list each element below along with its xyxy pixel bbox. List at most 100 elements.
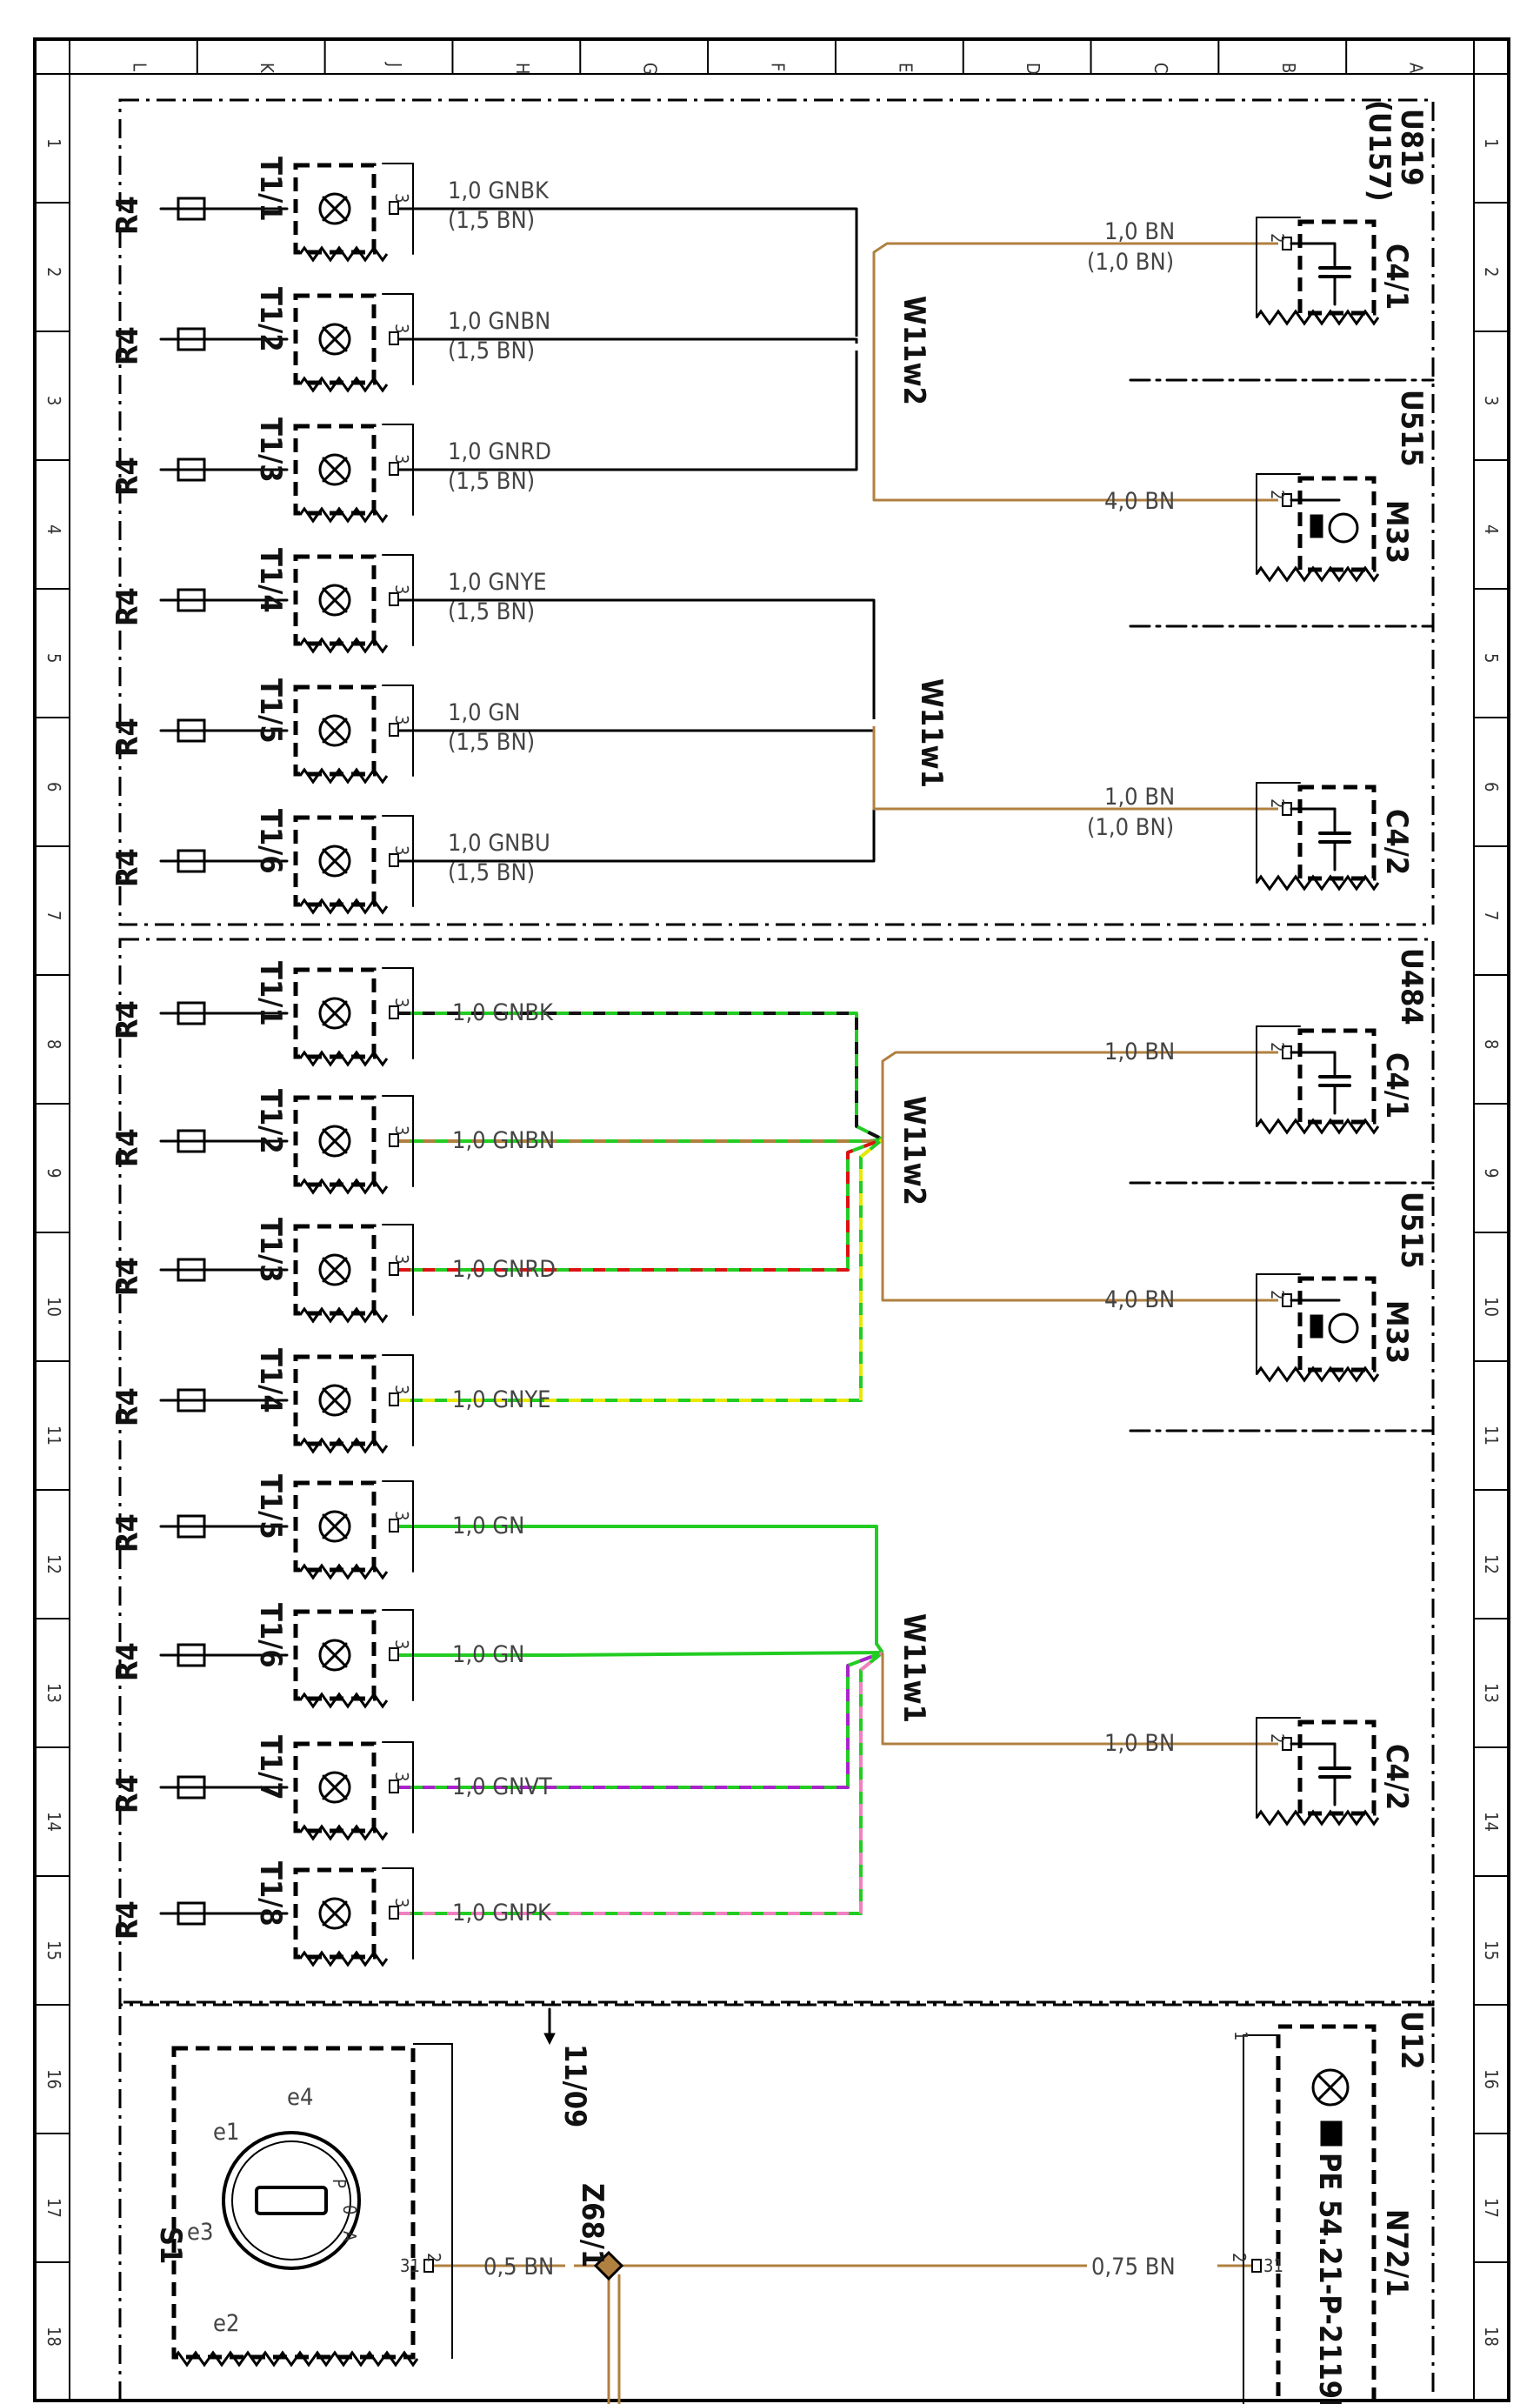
shield-zigzag	[298, 1563, 389, 1580]
grid-row-label: 13	[1481, 1683, 1502, 1703]
wire-label: 1,0 GNBN	[448, 308, 550, 335]
component-code: C4/2	[1379, 1744, 1414, 1810]
module-u12-boundary	[118, 2000, 1435, 2401]
lamp-symbol	[318, 584, 351, 617]
pin-socket	[389, 1392, 399, 1406]
r4-label: R4	[110, 1387, 145, 1426]
upper-bn-wire	[872, 344, 1278, 502]
upper-bn-wire	[872, 242, 1278, 344]
wire-label: 1,0 GNBK	[452, 999, 554, 1026]
shield-zigzag	[298, 1178, 389, 1195]
wire-label-alt: (1,5 BN)	[448, 207, 535, 234]
grid-col-label: J	[384, 62, 405, 67]
switch-position: 0	[339, 2205, 360, 2214]
wire-label: 4,0 BN	[1104, 488, 1175, 515]
wire-label-alt: (1,5 BN)	[448, 337, 535, 364]
splice-label: W11w1	[897, 1613, 931, 1723]
wire-label: 1,0 GNBK	[448, 177, 550, 204]
pin-number: 2	[1267, 233, 1288, 243]
component-box	[1297, 1720, 1377, 1816]
lower-wire	[398, 1525, 884, 1654]
pin-number: 2	[1267, 490, 1288, 499]
grid-row-label: 8	[43, 1039, 64, 1049]
grid-row-label: 10	[43, 1297, 64, 1317]
upper-wire	[398, 598, 876, 719]
switch-label: e2	[213, 2310, 239, 2337]
pin-number: 31	[400, 2255, 420, 2276]
transmitter-code: T1/2	[253, 1089, 288, 1154]
shield-zigzag	[172, 2350, 419, 2367]
lamp-symbol	[318, 1510, 351, 1543]
grid-row-label: 5	[1481, 653, 1502, 663]
grid-row-label: 4	[1481, 524, 1502, 534]
component-code: C4/1	[1379, 244, 1414, 310]
grid-row-label: 17	[1481, 2198, 1502, 2218]
wire-label: 1,0 BN	[1104, 784, 1175, 811]
r4-label: R4	[110, 1642, 145, 1681]
grid-col-label: K	[257, 63, 277, 74]
module-id: U515	[1394, 1192, 1429, 1269]
grid-row-label: 10	[1481, 1297, 1502, 1317]
grid-col-label: D	[1023, 63, 1043, 75]
wire-label-alt: (1,0 BN)	[1087, 249, 1174, 276]
module-id: U484	[1394, 948, 1429, 1025]
lamp-cross	[322, 1387, 348, 1413]
switch-label: e4	[287, 2084, 313, 2111]
grid-row-label: 3	[1481, 396, 1502, 405]
pin-number: 2	[1267, 798, 1288, 808]
switch-position: P	[329, 2179, 350, 2188]
grid-row-label: 6	[43, 782, 64, 791]
shield-zigzag	[298, 1824, 389, 1841]
module-id: U819	[1394, 109, 1429, 186]
shield-zigzag	[298, 637, 389, 654]
pin-number: 3	[391, 324, 412, 333]
wire-label: 1,0 GN	[448, 699, 520, 726]
module-u819-boundary	[118, 98, 1435, 926]
lamp-cross	[322, 587, 348, 613]
lamp-symbol	[318, 323, 351, 356]
pin-socket	[389, 1780, 399, 1793]
lamp-symbol	[318, 1771, 351, 1804]
wire-label: 1,0 BN	[1104, 1038, 1175, 1065]
component-box	[1297, 785, 1377, 881]
pin-socket	[389, 1906, 399, 1920]
grid-row-label: 7	[1481, 911, 1502, 920]
grid-row-label: 18	[43, 2327, 64, 2347]
lamp-cross	[322, 1257, 348, 1283]
component-box	[1297, 219, 1377, 316]
grid-col-label: B	[1278, 63, 1299, 73]
lower-wire-tracer	[398, 1012, 883, 1141]
pin-socket	[389, 201, 399, 215]
lamp-cross	[322, 1900, 348, 1927]
r4-label: R4	[110, 1128, 145, 1167]
grid-row-label: 7	[43, 911, 64, 920]
transmitter-code: T1/4	[253, 1348, 288, 1413]
motor-symbol	[1328, 1312, 1359, 1344]
rotary-switch	[222, 2131, 361, 2270]
shield-zigzag	[1255, 1118, 1380, 1135]
sheet-frame	[33, 37, 1510, 2402]
grid-row-label: 6	[1481, 782, 1502, 791]
motor-symbol	[1328, 512, 1359, 544]
wire-label-alt: (1,0 BN)	[1087, 814, 1174, 841]
pin-number: 2	[1229, 2253, 1250, 2262]
transmitter-code: T1/4	[253, 548, 288, 613]
wire-label: 1,0 BN	[1104, 1730, 1175, 1757]
pin-number: 3	[391, 715, 412, 725]
pin-number: 3	[391, 1254, 412, 1264]
wire-label: 1,0 BN	[1104, 218, 1175, 245]
grid-row-label: 17	[43, 2198, 64, 2218]
grid-row-label: 5	[43, 653, 64, 663]
grid-row-label: 4	[43, 524, 64, 534]
component-box	[1297, 476, 1377, 572]
pin-number: 3	[391, 584, 412, 594]
lamp-symbol	[318, 1125, 351, 1158]
grid-row-label: 2	[1481, 267, 1502, 277]
grid-row-label: 2	[43, 267, 64, 277]
pin-socket	[389, 1647, 399, 1661]
pin-number: 1	[1230, 2031, 1251, 2040]
grid-row-label: 14	[1481, 1812, 1502, 1832]
wire-label: 1,0 GNPK	[452, 1900, 552, 1927]
pin-number: 3	[391, 845, 412, 855]
